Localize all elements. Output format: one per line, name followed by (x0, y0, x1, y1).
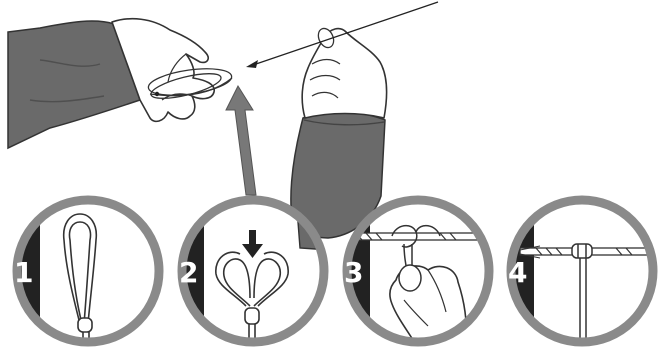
line-arrow-icon (246, 60, 258, 68)
step-panel-4: 4 (504, 190, 659, 352)
knot-icon (245, 308, 259, 324)
up-arrow-icon (226, 86, 256, 195)
horizontal-line (350, 233, 480, 240)
step-number-4: 4 (508, 256, 527, 289)
step-number-3: 3 (344, 256, 363, 289)
step-number-2: 2 (179, 256, 198, 289)
knot-icon (78, 318, 92, 332)
step-panel-1: 1 (10, 190, 159, 352)
tied-knot (572, 244, 592, 258)
right-hand (302, 29, 386, 118)
step-number-1: 1 (14, 256, 33, 289)
